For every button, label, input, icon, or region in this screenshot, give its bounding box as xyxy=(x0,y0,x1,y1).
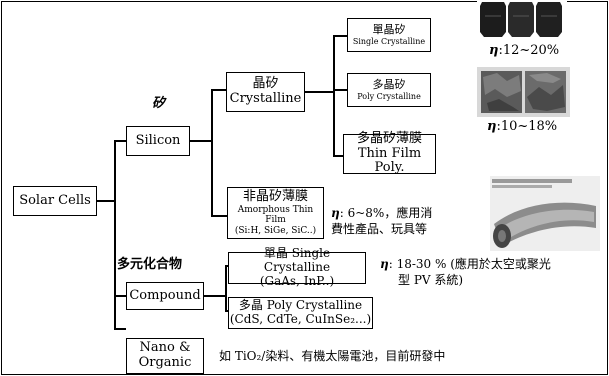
poly-crystalline-efficiency: η:10~18% xyxy=(487,118,557,136)
compound-note-line1: : 18-30 % (應用於太空或聚光 xyxy=(388,257,551,271)
poly-crystalline-wafer-photo xyxy=(477,67,570,117)
solar-cells-node: Solar Cells xyxy=(13,186,97,216)
compound-single-line1: 單晶 Single Crystalline xyxy=(263,246,331,275)
connector-to-compound-single xyxy=(225,265,228,267)
poly-eta-symbol: η xyxy=(487,119,497,134)
nano-organic-node: Nano & Organic xyxy=(126,338,204,374)
single-efficiency-value: :12~20% xyxy=(498,43,560,58)
nano-label-line1: Nano & xyxy=(139,340,191,356)
poly-crystalline-si-node: 多晶矽 Poly Crystalline xyxy=(347,73,431,107)
connector-compound-trunk xyxy=(204,295,226,297)
compound-node: Compound xyxy=(126,282,204,310)
connector-to-crystalline xyxy=(211,89,226,91)
amorphous-en: Amorphous Thin Film xyxy=(237,204,314,226)
compound-poly-node: 多晶 Poly Crystalline (CdS, CdTe, CuInSe₂.… xyxy=(228,297,373,329)
nano-label-line2: Organic xyxy=(138,355,192,370)
crystalline-zh: 晶矽 xyxy=(252,76,279,92)
single-crystalline-wafer-photo xyxy=(477,0,567,40)
connector-to-compound xyxy=(114,295,126,297)
amorphous-note-line1: : 6~8%，應用消 xyxy=(339,206,433,220)
single-crystalline-si-zh: 單晶矽 xyxy=(372,23,406,37)
compound-label: Compound xyxy=(129,287,201,303)
connector-to-thinfilm xyxy=(333,155,343,157)
amorphous-zh: 非晶矽薄膜 xyxy=(242,189,308,205)
amorphous-node: 非晶矽薄膜 Amorphous Thin Film (Si:H, SiGe, S… xyxy=(227,187,324,239)
connector-silicon-trunk xyxy=(190,140,212,142)
connector-compound-vertical xyxy=(225,265,227,312)
amorphous-formula: (Si:H, SiGe, SiC..) xyxy=(234,225,317,236)
connector-root-trunk xyxy=(97,200,115,202)
nano-organic-note: 如 TiO₂/染料、有機太陽電池，目前研發中 xyxy=(219,349,446,363)
crystalline-en: Crystalline xyxy=(229,91,302,106)
connector-to-compound-poly xyxy=(225,310,228,312)
compound-poly-line1: 多晶 Poly Crystalline xyxy=(238,298,363,313)
single-crystalline-si-node: 單晶矽 Single Crystalline xyxy=(347,18,431,52)
amorphous-flexible-film-photo xyxy=(490,176,600,251)
poly-efficiency-value: :10~18% xyxy=(496,119,558,134)
silicon-node: Silicon xyxy=(126,126,190,156)
thin-film-poly-node: 多晶矽薄膜 Thin Film Poly. xyxy=(343,130,436,176)
single-crystalline-si-en: Single Crystalline xyxy=(352,36,426,46)
connector-to-amorphous xyxy=(211,215,227,217)
amorphous-efficiency-note: η: 6~8%，應用消 費性產品、玩具等 xyxy=(331,205,432,237)
connector-to-poly-si xyxy=(333,89,347,91)
connector-crystalline-trunk xyxy=(305,91,333,93)
amorphous-note-line2: 費性產品、玩具等 xyxy=(331,222,428,237)
single-eta-symbol: η xyxy=(489,43,499,58)
compound-efficiency-note: η: 18-30 % (應用於太空或聚光 型 PV 系統) xyxy=(380,256,551,288)
connector-to-nano xyxy=(114,328,126,330)
compound-heading: 多元化合物 xyxy=(117,257,183,272)
amorphous-eta-symbol: η xyxy=(331,206,340,220)
solar-cells-label: Solar Cells xyxy=(19,192,91,208)
poly-crystalline-si-en: Poly Crystalline xyxy=(357,91,421,101)
compound-single-node: 單晶 Single Crystalline (GaAs, InP..) xyxy=(228,247,366,288)
compound-note-line2: 型 PV 系統) xyxy=(398,273,464,288)
compound-poly-line2: (CdS, CdTe, CuInSe₂...) xyxy=(229,312,372,326)
compound-eta-symbol: η xyxy=(380,257,389,271)
silicon-label: Silicon xyxy=(135,132,181,148)
compound-single-line2: (GaAs, InP..) xyxy=(259,273,335,288)
crystalline-node: 晶矽 Crystalline xyxy=(226,72,305,112)
connector-to-silicon xyxy=(114,140,126,142)
connector-level1-vertical xyxy=(114,140,116,329)
thin-film-poly-en: Thin Film Poly. xyxy=(357,145,422,176)
connector-crystalline-vertical xyxy=(333,35,335,157)
single-crystalline-efficiency: η:12~20% xyxy=(489,42,559,60)
poly-crystalline-si-zh: 多晶矽 xyxy=(372,78,406,92)
silicon-heading: 矽 xyxy=(152,96,166,111)
thin-film-poly-zh: 多晶矽薄膜 xyxy=(356,130,422,146)
connector-silicon-vertical xyxy=(211,89,213,217)
connector-to-single-si xyxy=(333,35,347,37)
